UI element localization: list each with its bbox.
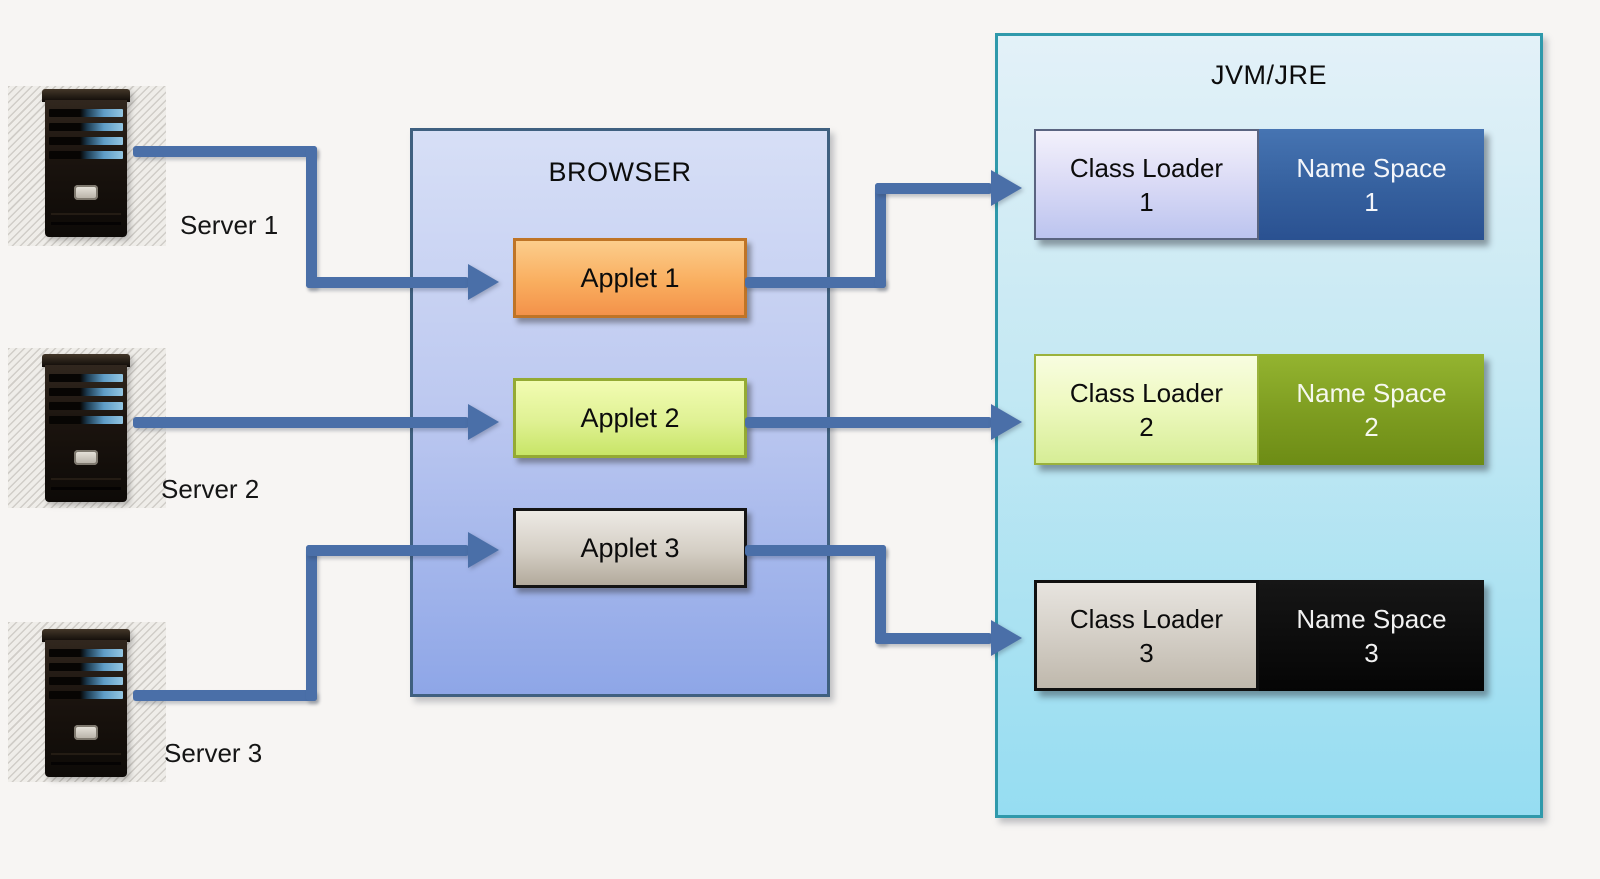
class-loader3-number: 3 <box>1139 637 1154 668</box>
applet2-box: Applet 2 <box>513 378 747 458</box>
class-loader2-number: 2 <box>1139 411 1154 442</box>
name-space1-number: 1 <box>1364 186 1379 217</box>
name-space2-number: 2 <box>1364 411 1379 442</box>
server2-label: Server 2 <box>161 474 260 504</box>
class-loader2-box: Class Loader 2 <box>1034 354 1259 465</box>
applet1-box: Applet 1 <box>513 238 747 318</box>
arrowhead-icon <box>991 620 1022 656</box>
class-loader3-title: Class Loader <box>1069 603 1224 634</box>
arrowhead-icon <box>468 532 499 568</box>
name-space2-box: Name Space 2 <box>1259 354 1484 465</box>
arrowhead-icon <box>991 170 1022 206</box>
name-space1-title: Name Space <box>1296 152 1447 183</box>
applet3-label: Applet 3 <box>580 532 680 563</box>
jvm-title: JVM/JRE <box>1210 60 1327 90</box>
browser-title: BROWSER <box>548 157 692 187</box>
name-space2-title: Name Space <box>1296 377 1447 408</box>
server2-icon <box>42 354 130 502</box>
name-space3-box: Name Space 3 <box>1259 580 1484 691</box>
name-space1-box: Name Space 1 <box>1259 129 1484 240</box>
name-space3-number: 3 <box>1364 637 1379 668</box>
server1-icon <box>42 89 130 237</box>
server3-icon <box>42 629 130 777</box>
arrowhead-icon <box>468 264 499 300</box>
class-loader1-box: Class Loader 1 <box>1034 129 1259 240</box>
arrowhead-icon <box>468 404 499 440</box>
class-loader3-box: Class Loader 3 <box>1034 580 1259 691</box>
pair3: Class Loader 3 Name Space 3 <box>1034 580 1484 691</box>
arrowhead-icon <box>991 404 1022 440</box>
applet2-label: Applet 2 <box>580 402 680 433</box>
class-loader2-title: Class Loader <box>1069 377 1224 408</box>
applet1-label: Applet 1 <box>580 262 680 293</box>
class-loader1-title: Class Loader <box>1069 152 1224 183</box>
pair1: Class Loader 1 Name Space 1 <box>1034 129 1484 240</box>
applet3-box: Applet 3 <box>513 508 747 588</box>
server1-label: Server 1 <box>180 210 279 240</box>
name-space3-title: Name Space <box>1296 603 1447 634</box>
class-loader1-number: 1 <box>1139 186 1154 217</box>
server3-label: Server 3 <box>164 738 263 768</box>
pair2: Class Loader 2 Name Space 2 <box>1034 354 1484 465</box>
